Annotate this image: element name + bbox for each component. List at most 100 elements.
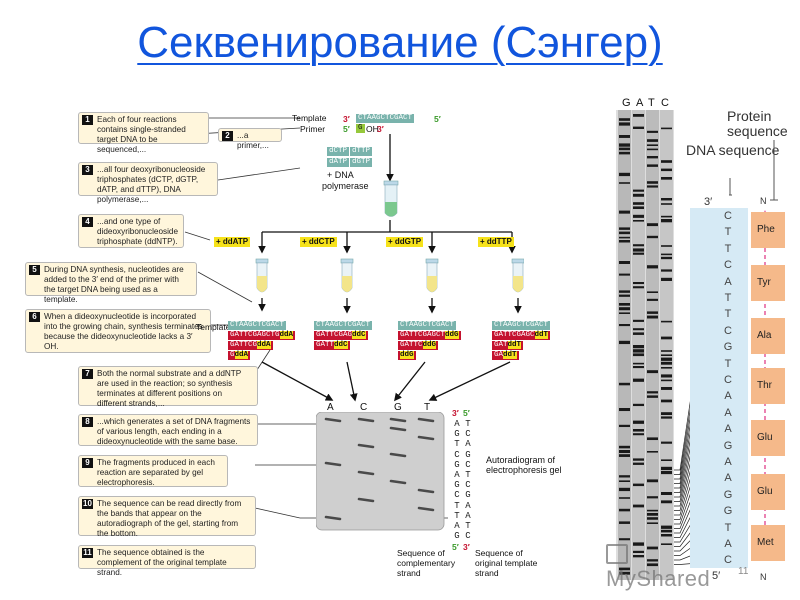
gel-band xyxy=(661,245,672,247)
ddctp-label: + ddCTP xyxy=(300,237,337,247)
gel-band xyxy=(619,227,630,230)
primer-oh: OH xyxy=(366,124,379,134)
gel-band xyxy=(619,408,630,412)
tube-a xyxy=(255,258,269,293)
gel-band xyxy=(619,324,630,327)
gel-band xyxy=(619,294,630,297)
gel-band xyxy=(647,522,658,524)
reaction-a-product-1-dd: ddA xyxy=(279,331,294,339)
gel-band xyxy=(633,362,644,365)
dna-nucleotide: A xyxy=(724,456,732,468)
reaction-g-product-1-seq: GATTCGAGCT xyxy=(400,331,446,339)
gel-band xyxy=(619,571,630,575)
reaction-t-product-3-seq: GA xyxy=(494,351,504,359)
step-1-box: 1 Each of four reactions contains single… xyxy=(78,112,209,154)
reaction-g-product-1-dd: ddG xyxy=(445,331,459,339)
gel-band xyxy=(661,277,672,281)
gel-band xyxy=(647,546,658,550)
gel-band xyxy=(619,475,630,478)
watermark-text: MyShared xyxy=(606,566,711,591)
reaction-g-product-1: GATTCGAGCTddG xyxy=(398,331,461,340)
gel-band xyxy=(633,193,644,197)
step-10-text: The sequence can be read directly from t… xyxy=(97,499,242,538)
gel-band xyxy=(633,420,644,424)
step-4-box: 4 ...and one type of dideoxyribonucleosi… xyxy=(78,214,184,248)
reaction-a-template: CTAAGCTCGACT xyxy=(228,321,287,330)
gel-band xyxy=(661,215,672,218)
reactions-template-label: Template xyxy=(196,322,231,332)
gel-band xyxy=(619,521,630,524)
gel-band xyxy=(633,126,644,129)
watermark-logo: MyShared xyxy=(606,540,736,591)
orig-5prime: 5′ xyxy=(463,408,470,418)
aa-ala: Ala xyxy=(751,318,785,354)
gel-band xyxy=(619,312,630,314)
reaction-a-product-3-seq: G xyxy=(230,351,235,359)
gel-band xyxy=(647,298,658,301)
gel-band xyxy=(661,256,672,260)
original-strand-label: Sequence of original template strand xyxy=(475,548,538,578)
step-2-number: 2 xyxy=(222,131,233,141)
reaction-t-product-1: GATTCGAGCddT xyxy=(492,331,551,340)
ddatp-label: + ddATP xyxy=(214,237,251,247)
step-6-box: 6 When a dideoxynucleotide is incorporat… xyxy=(25,309,211,353)
reaction-tube xyxy=(383,180,399,217)
gel-lane-a: A xyxy=(327,402,334,413)
tube-t xyxy=(511,258,524,293)
gel-band xyxy=(619,424,630,428)
gel-band xyxy=(633,433,644,436)
dna-sequence-label: DNA sequence xyxy=(686,142,780,158)
slide-title[interactable]: Секвенирование (Сэнгер) xyxy=(137,18,663,67)
reaction-t-product-3-dd: ddT xyxy=(503,351,517,359)
dna-nucleotide: T xyxy=(724,242,732,255)
step-2-text: ...a primer,... xyxy=(237,131,269,150)
gel-band xyxy=(661,168,672,172)
reaction-a-product-1: GATTCGAGCTGddA xyxy=(228,331,296,340)
gel-band xyxy=(647,563,658,567)
gel-bands xyxy=(324,417,435,521)
dntp-dttp: dTTP xyxy=(350,147,373,156)
plus-dna-label: + DNA xyxy=(327,170,354,180)
orig-3prime: 3′ xyxy=(463,542,470,552)
gel-band xyxy=(633,366,644,369)
dna-nucleotide: A xyxy=(724,406,732,419)
dna-5prime: 5′ xyxy=(712,570,721,582)
gel-band xyxy=(661,350,672,352)
reaction-c-template: CTAAGCTCGACT xyxy=(314,321,373,330)
step-7-number: 7 xyxy=(82,369,93,379)
gel-band xyxy=(619,172,630,177)
gel-band xyxy=(619,118,630,121)
step-3-box: 3 ...all four deoxyribonucleoside tripho… xyxy=(78,162,218,204)
gel-band xyxy=(661,412,672,416)
template-label: Template xyxy=(292,113,327,123)
gel-band xyxy=(633,353,644,357)
gel-band xyxy=(661,367,672,369)
dna-nucleotide: G xyxy=(723,439,733,452)
dna-nucleotide: T xyxy=(724,357,732,370)
step-9-box: 9 The fragments produced in each reactio… xyxy=(78,455,228,487)
primer-5prime: 5′ xyxy=(343,124,350,134)
dna-nucleotide: G xyxy=(723,341,733,354)
reaction-c-product-1: GATTCGAGddC xyxy=(314,331,368,340)
dna-nucleotide: C xyxy=(724,210,732,222)
gel-band xyxy=(633,114,644,117)
step-6-text: When a dideoxynucleotide is incorporated… xyxy=(44,312,203,351)
dna-nucleotide: C xyxy=(724,374,732,386)
step-5-box: 5 During DNA synthesis, nucleotides are … xyxy=(25,262,197,304)
gel-band xyxy=(647,509,658,512)
gel-band xyxy=(619,261,630,264)
reaction-t-product-3: GAddT xyxy=(492,351,519,360)
sequencing-gel-photo xyxy=(616,110,674,580)
reaction-c-product-2-dd: ddC xyxy=(334,341,348,349)
gel-band xyxy=(647,265,658,269)
reaction-a-product-3-dd: ddA xyxy=(234,351,249,359)
comp-3prime: 3′ xyxy=(452,408,459,418)
gel-band xyxy=(647,291,658,293)
step-11-number: 11 xyxy=(82,548,93,558)
gel-band xyxy=(633,550,644,554)
gel-lane-c: C xyxy=(360,402,368,413)
primer-3prime: 3′ xyxy=(377,124,384,134)
step-8-text: ...which generates a set of DNA fragment… xyxy=(97,417,251,446)
dna-nucleotide: C xyxy=(724,259,732,272)
